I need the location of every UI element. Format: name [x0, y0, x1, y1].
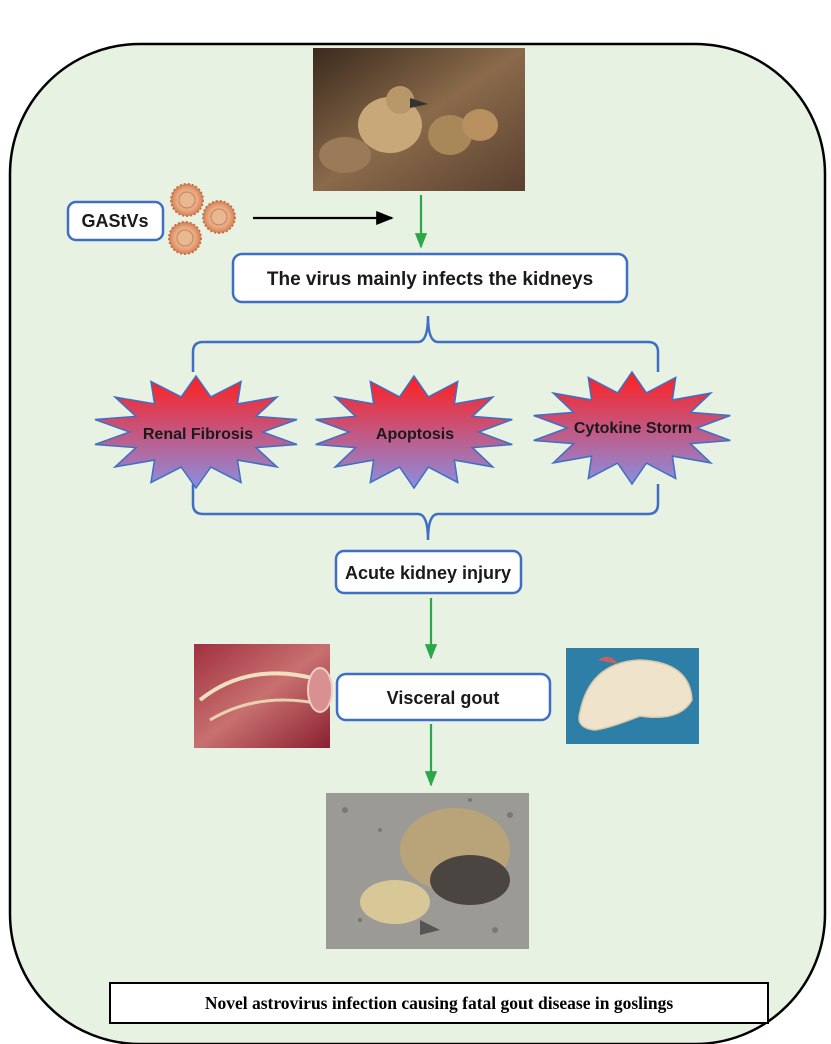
virus-label: GAStVs [81, 211, 148, 231]
effect-cytokine-storm: Cytokine Storm [574, 420, 692, 437]
tissue-photo [194, 644, 332, 748]
effect-renal-fibrosis: Renal Fibrosis [143, 426, 253, 443]
kidney-photo [566, 648, 699, 744]
infection-label: The virus mainly infects the kidneys [267, 269, 593, 290]
caption-text: Novel astrovirus infection causing fatal… [205, 993, 674, 1013]
effect-apoptosis: Apoptosis [376, 426, 454, 443]
dead-gosling-photo [326, 793, 529, 949]
gout-label: Visceral gout [387, 688, 500, 708]
goslings-photo [313, 48, 525, 191]
injury-label: Acute kidney injury [345, 563, 511, 583]
